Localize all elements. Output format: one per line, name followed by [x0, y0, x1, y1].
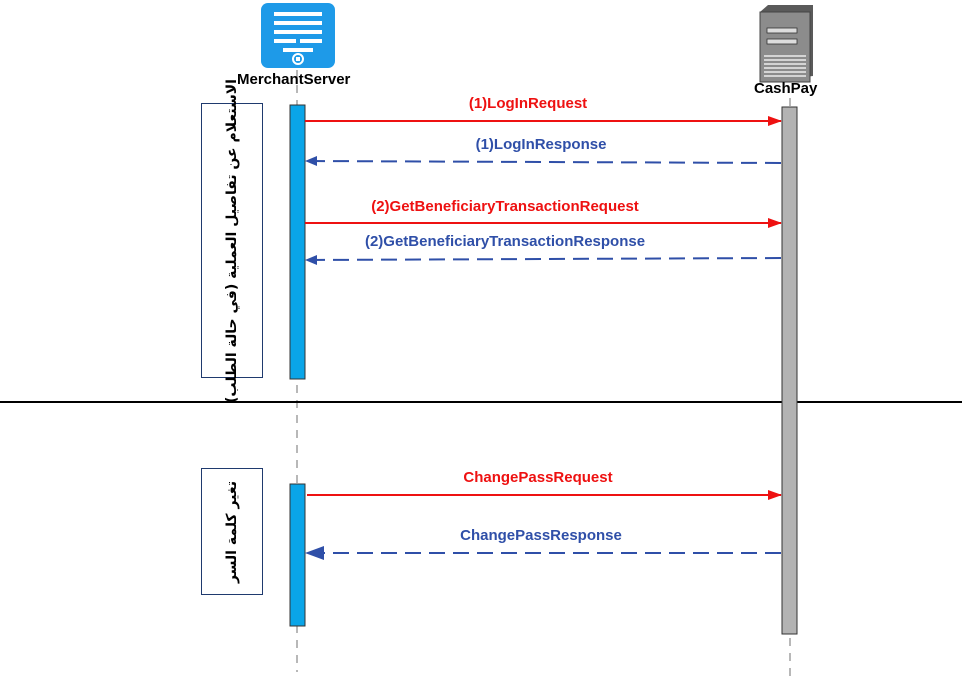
get-beneficiary-response-arrow: [305, 257, 782, 261]
merchant-activation-bar-2: [289, 483, 306, 627]
change-password-note: تغير كلمة السر: [201, 468, 263, 595]
change-pass-response-label: ChangePassResponse: [460, 527, 622, 544]
server-tower-icon: [759, 5, 813, 83]
get-beneficiary-response-label: (2)GetBeneficiaryTransactionResponse: [364, 233, 646, 250]
change-pass-response-arrowhead: [305, 546, 324, 560]
login-response-label: (1)LogInResponse: [475, 136, 607, 153]
get-beneficiary-response-arrowhead: [305, 255, 317, 265]
inquiry-note-text: الاستعلام عن تفاصيل العملية (في حالة الط…: [224, 78, 240, 403]
get-beneficiary-request-label: (2)GetBeneficiaryTransactionRequest: [371, 198, 639, 215]
merchant-server-label: MerchantServer: [237, 71, 351, 88]
cashpay-label: CashPay: [754, 80, 818, 97]
cashpay-activation-bar: [781, 106, 798, 635]
merchant-activation-bar-1: [289, 104, 306, 380]
change-password-note-text: تغير كلمة السر: [224, 480, 240, 583]
inquiry-note: الاستعلام عن تفاصيل العملية (في حالة الط…: [201, 79, 263, 402]
change-pass-request-label: ChangePassRequest: [463, 469, 613, 486]
merchant-server-icon: [261, 3, 335, 68]
login-response-arrowhead: [305, 156, 317, 166]
login-request-label: (1)LogInRequest: [468, 95, 588, 112]
login-response-arrow: [305, 160, 782, 164]
